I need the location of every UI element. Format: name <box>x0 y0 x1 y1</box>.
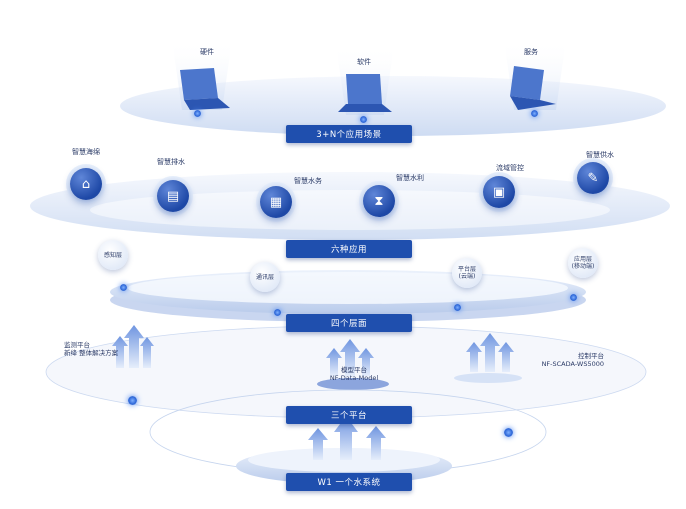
scenario-node-software <box>360 116 367 123</box>
application-disc-inner <box>90 190 610 230</box>
layer-application-label: 应用层 <box>573 256 592 263</box>
applications-bar: 六种应用 <box>286 240 412 258</box>
water-affairs-icon: ▦ <box>260 186 292 218</box>
layer-badge-perception: 感知层 <box>98 240 128 270</box>
scenario-node-service <box>531 110 538 117</box>
system-bar: W1 一个水系统 <box>286 473 412 491</box>
scenario-label-service: 服务 <box>524 48 538 56</box>
layer-node-platform <box>454 304 461 311</box>
laptop-software-icon <box>338 74 392 112</box>
platform-node-left <box>128 396 137 405</box>
app-label-water-supply: 智慧供水 <box>586 151 614 159</box>
app-label-water-conservancy: 智慧水利 <box>396 174 424 182</box>
platforms-bar: 三个平台 <box>286 406 412 424</box>
right-platform-base <box>454 373 522 383</box>
app-label-sponge: 智慧海绵 <box>72 148 100 156</box>
sponge-city-icon: ⌂ <box>70 168 102 200</box>
scenario-node-hardware <box>194 110 201 117</box>
laptop-service-icon <box>510 66 556 110</box>
layer-badge-application: 应用层(移动端) <box>568 248 598 278</box>
scenario-label-hardware: 硬件 <box>200 48 214 56</box>
layers-bar: 四个层面 <box>286 314 412 332</box>
basin-control-icon: ▣ <box>483 176 515 208</box>
platform-arrows-left <box>112 325 154 368</box>
platform-control-title: 控制平台 <box>578 352 604 360</box>
drainage-icon: ▤ <box>157 180 189 212</box>
layer-ring-top <box>128 272 568 304</box>
platform-model: 模型平台 NF-Data-Model <box>326 366 382 382</box>
water-supply-icon: ✎ <box>577 162 609 194</box>
platform-control-subtitle: NF-SCADA-WS5000 <box>541 360 604 368</box>
layer-application-sublabel: (移动端) <box>571 263 595 270</box>
app-label-basin-control: 流域管控 <box>496 164 524 172</box>
layer-perception-label: 感知层 <box>103 251 122 259</box>
layer-platform-label: 平台层 <box>457 266 476 273</box>
app-label-water-affairs: 智慧水务 <box>294 177 322 185</box>
scenario-label-software: 软件 <box>357 58 371 66</box>
layer-badge-platform: 平台层(云端) <box>452 258 482 288</box>
layer-node-application <box>570 294 577 301</box>
platform-arrows-middle <box>326 339 374 376</box>
platform-control: 控制平台 NF-SCADA-WS5000 <box>540 352 604 368</box>
layer-communication-label: 通讯层 <box>255 273 274 281</box>
platform-arrows-right <box>466 333 514 372</box>
platform-monitoring: 监测平台 新绛 整体解决方案 <box>64 341 118 357</box>
platform-node-right <box>504 428 513 437</box>
layer-node-perception <box>120 284 127 291</box>
layer-badge-communication: 通讯层 <box>250 262 280 292</box>
layer-node-communication <box>274 309 281 316</box>
laptop-hardware-icon <box>180 68 230 110</box>
platform-monitoring-title: 监测平台 <box>64 341 90 349</box>
platform-model-subtitle: NF-Data-Model <box>329 374 379 382</box>
platform-model-title: 模型平台 <box>341 366 367 374</box>
scenarios-bar: 3+N个应用场景 <box>286 125 412 143</box>
system-arrows <box>308 416 386 460</box>
water-conservancy-icon: ⧗ <box>363 185 395 217</box>
layer-platform-sublabel: (云端) <box>458 273 476 280</box>
platform-monitoring-subtitle: 新绛 整体解决方案 <box>64 349 119 357</box>
app-label-drainage: 智慧排水 <box>157 158 185 166</box>
middle-platform-base <box>317 378 389 390</box>
